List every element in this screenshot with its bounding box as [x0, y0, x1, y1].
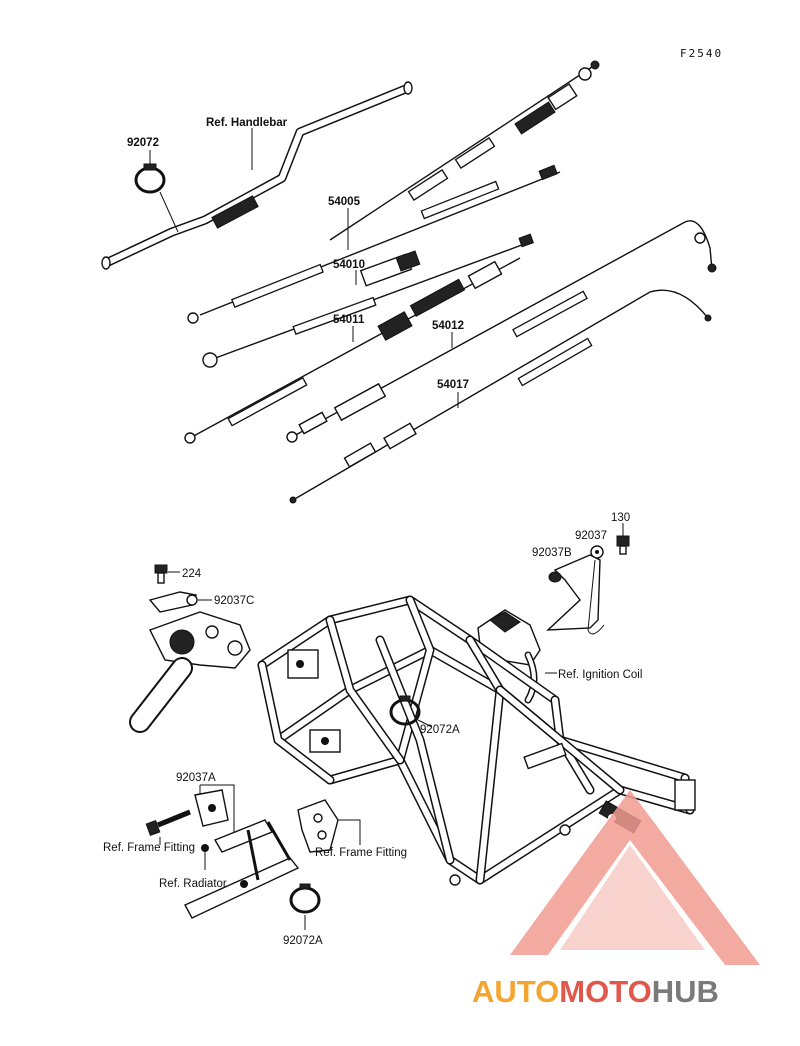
cable-54005-label: 54005 — [328, 196, 361, 208]
handlebar-end-left — [101, 256, 111, 270]
clamp-92072a-frame[interactable] — [389, 695, 421, 726]
bracket-92037a-label: 92037A — [176, 772, 216, 784]
cable-throttle-top[interactable] — [329, 60, 600, 241]
cable-54012-label: 54012 — [432, 320, 464, 332]
handlebar-label: Ref. Handlebar — [206, 117, 288, 129]
bracket-92037b-label: 92037B — [532, 547, 572, 559]
watermark-logo: AUTOMOTOHUB — [472, 790, 760, 1009]
radiator-brace[interactable] — [184, 819, 300, 919]
cable-54011[interactable] — [184, 257, 521, 444]
frame-fitting-plate[interactable] — [297, 799, 339, 853]
cable-54017-label: 54017 — [437, 379, 469, 391]
clamp-92072a-frame-leader — [417, 719, 433, 728]
ignition-coil-label: Ref. Ignition Coil — [558, 669, 642, 681]
washer-92037-label: 92037 — [575, 530, 607, 542]
watermark-text: AUTOMOTOHUB — [472, 974, 719, 1009]
cable-54010-label: 54010 — [333, 259, 365, 271]
bracket-92037c-label: 92037C — [214, 595, 254, 607]
handlebar[interactable] — [101, 81, 413, 270]
clamp-92072a-bottom-label: 92072A — [283, 935, 323, 947]
figure-code: F2540 — [680, 47, 723, 60]
clamp-92072-label: 92072 — [127, 137, 159, 149]
watermark-triangle — [510, 790, 760, 965]
frame-fitting-bolt[interactable] — [145, 809, 191, 836]
cable-54005[interactable] — [187, 164, 561, 324]
clamp-92072a-frame-label: 92072A — [420, 724, 460, 736]
cable-54011-label: 54011 — [333, 314, 365, 326]
clamp-92072-leader-2 — [159, 191, 179, 233]
bracket-92037a[interactable] — [194, 789, 229, 827]
handlebar-crossbar-pad — [211, 195, 259, 229]
bolt-130[interactable] — [616, 535, 630, 555]
handlebar-switch-housing[interactable] — [149, 611, 251, 669]
cable-54010[interactable] — [202, 233, 534, 368]
bracket-92037c[interactable] — [148, 591, 198, 613]
watermark-triangle-inner — [560, 845, 705, 950]
clamp-92072a-bottom[interactable] — [289, 883, 321, 914]
bolt-130-label: 130 — [611, 512, 630, 524]
frame-fitting-right-label: Ref. Frame Fitting — [315, 847, 407, 859]
bracket-92037b[interactable] — [546, 554, 605, 635]
cable-54012[interactable] — [286, 220, 717, 443]
cable-54017[interactable] — [289, 289, 712, 504]
handlebar-end-right — [403, 81, 413, 95]
clamp-92072[interactable] — [134, 163, 166, 194]
handlebar-grip-left[interactable] — [129, 657, 193, 733]
bolt-224[interactable] — [154, 564, 168, 584]
frame-fitting-right-leader — [338, 819, 361, 845]
bolt-224-label: 224 — [182, 568, 202, 580]
bracket-92037a-leader — [199, 784, 235, 840]
radiator-label: Ref. Radiator — [159, 878, 227, 890]
frame-fitting-left-label: Ref. Frame Fitting — [103, 842, 195, 854]
